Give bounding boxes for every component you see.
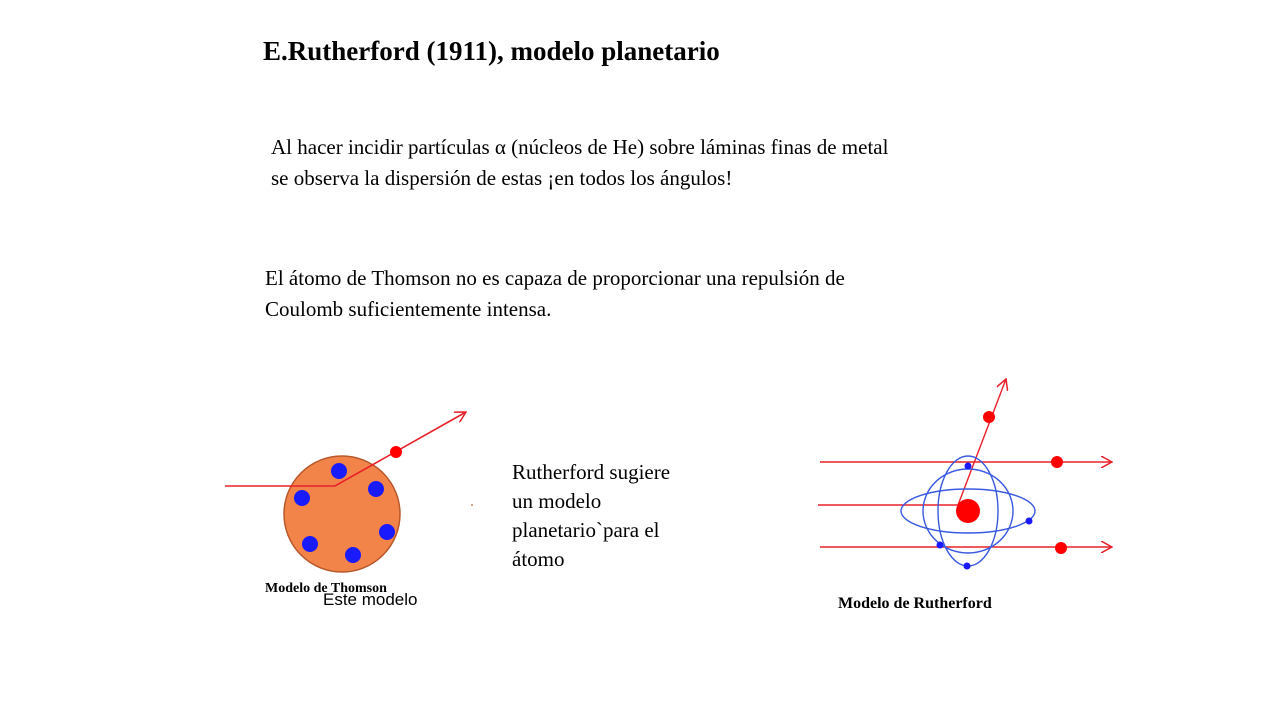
electron [963, 562, 971, 570]
electron [936, 541, 944, 549]
paragraph-line: se observa la dispersión de estas ¡en to… [271, 166, 733, 190]
electron [294, 490, 310, 506]
alpha-particle [983, 411, 995, 423]
rutherford-model-diagram [818, 379, 1112, 570]
alpha-particle [1055, 542, 1067, 554]
decorative-dot [471, 504, 473, 506]
electron [379, 524, 395, 540]
este-modelo-label: Este modelo [323, 590, 418, 609]
electron-orbit [900, 488, 1036, 534]
alpha-particle-trajectory [225, 412, 466, 487]
side-text-line: planetario`para el [512, 518, 660, 542]
rutherford-suggestion-text: Rutherford sugiere un modelo planetario`… [512, 458, 670, 574]
electron [1025, 517, 1033, 525]
electron [964, 462, 972, 470]
side-text-line: Rutherford sugiere [512, 460, 671, 484]
thomson-model-caption: Modelo de Thomson [265, 581, 387, 596]
thomson-model-diagram [225, 412, 466, 573]
slide-title: E.Rutherford (1911), modelo planetario [263, 36, 720, 66]
rutherford-model-caption: Modelo de Rutherford [838, 595, 992, 612]
electron [302, 536, 318, 552]
electron [345, 547, 361, 563]
side-text-line: átomo [512, 547, 565, 571]
electron [331, 463, 347, 479]
electron [368, 481, 384, 497]
nucleus [956, 499, 980, 523]
alpha-particle-trajectory [957, 379, 1006, 506]
paragraph-line: El átomo de Thomson no es capaza de prop… [265, 266, 845, 290]
paragraph-line: Coulomb suficientemente intensa. [265, 297, 552, 321]
paragraph-thomson-limit: El átomo de Thomson no es capaza de prop… [265, 263, 845, 325]
alpha-particle [390, 446, 402, 458]
alpha-particle [1051, 456, 1063, 468]
paragraph-alpha-scattering: Al hacer incidir partículas α (núcleos d… [271, 132, 888, 194]
side-text-line: un modelo [512, 489, 602, 513]
paragraph-line: Al hacer incidir partículas α (núcleos d… [271, 135, 889, 159]
